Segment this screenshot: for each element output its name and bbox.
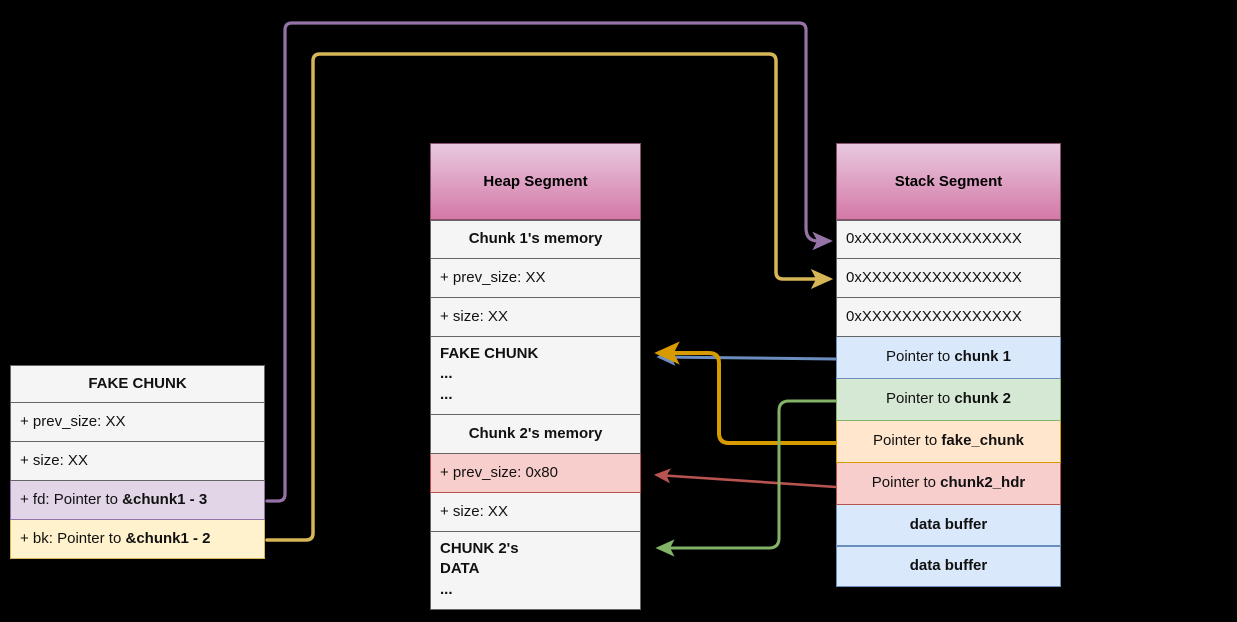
fake-chunk-fd-target: &chunk1 - 3 [122,490,208,508]
arrow-chunk2-ptr-to-heap-chunk2-data [655,399,838,557]
fake-chunk-fd-prefix: + fd: Pointer to [20,490,123,508]
stack-chunk2-target: chunk 2 [954,390,1012,408]
heap-row-chunk2-prev-size: + prev_size: 0x80 [430,454,641,493]
stack-row-addr-1: 0xXXXXXXXXXXXXXXXX [836,220,1061,259]
stack-row-pointer-to-fake-chunk: Pointer to fake_chunk [836,421,1061,463]
arrow-fake-chunk-ptr-to-heap-fake-chunk [654,341,838,445]
stack-segment-title: Stack Segment [836,143,1061,220]
fake-chunk-row-size: + size: XX [10,442,265,481]
heap-row-fake-chunk: FAKE CHUNK ... ... [430,337,641,415]
stack-chunk2hdr-target: chunk2_hdr [940,474,1026,492]
fake-chunk-title: FAKE CHUNK [10,365,265,403]
fake-chunk-row-bk: + bk: Pointer to &chunk1 - 2 [10,520,265,559]
stack-chunk2hdr-prefix: Pointer to [871,474,941,492]
fake-chunk-row-prev-size: + prev_size: XX [10,403,265,442]
stack-segment-box: Stack Segment 0xXXXXXXXXXXXXXXXX 0xXXXXX… [836,143,1061,587]
stack-row-pointer-to-chunk2: Pointer to chunk 2 [836,379,1061,421]
fake-chunk-bk-target: &chunk1 - 2 [125,529,211,547]
stack-chunk1-target: chunk 1 [954,348,1012,366]
fake-chunk-bk-prefix: + bk: Pointer to [20,529,126,547]
heap-row-chunk1-memory: Chunk 1's memory [430,220,641,259]
stack-row-addr-3: 0xXXXXXXXXXXXXXXXX [836,298,1061,337]
stack-fakechunk-prefix: Pointer to [873,432,942,450]
heap-row-chunk1-size: + size: XX [430,298,641,337]
arrow-chunk2hdr-ptr-to-heap-prevsize [653,468,838,489]
stack-row-pointer-to-chunk2-hdr: Pointer to chunk2_hdr [836,463,1061,505]
arrow-chunk1-ptr-to-heap-fake-chunk [656,348,838,366]
stack-row-data-buffer-2: data buffer [836,546,1061,587]
heap-segment-title: Heap Segment [430,143,641,220]
stack-fakechunk-target: fake_chunk [941,432,1024,450]
heap-row-chunk1-prev-size: + prev_size: XX [430,259,641,298]
heap-row-chunk2-memory: Chunk 2's memory [430,415,641,454]
stack-chunk1-prefix: Pointer to [885,348,955,366]
stack-chunk2-prefix: Pointer to [885,390,955,408]
heap-row-chunk2-size: + size: XX [430,493,641,532]
heap-segment-box: Heap Segment Chunk 1's memory + prev_siz… [430,143,641,610]
heap-row-chunk2-data: CHUNK 2's DATA ... [430,532,641,610]
fake-chunk-box: FAKE CHUNK + prev_size: XX + size: XX + … [10,365,265,559]
stack-row-data-buffer-1: data buffer [836,505,1061,546]
fake-chunk-row-fd: + fd: Pointer to &chunk1 - 3 [10,481,265,520]
stack-row-pointer-to-chunk1: Pointer to chunk 1 [836,337,1061,379]
stack-row-addr-2: 0xXXXXXXXXXXXXXXXX [836,259,1061,298]
